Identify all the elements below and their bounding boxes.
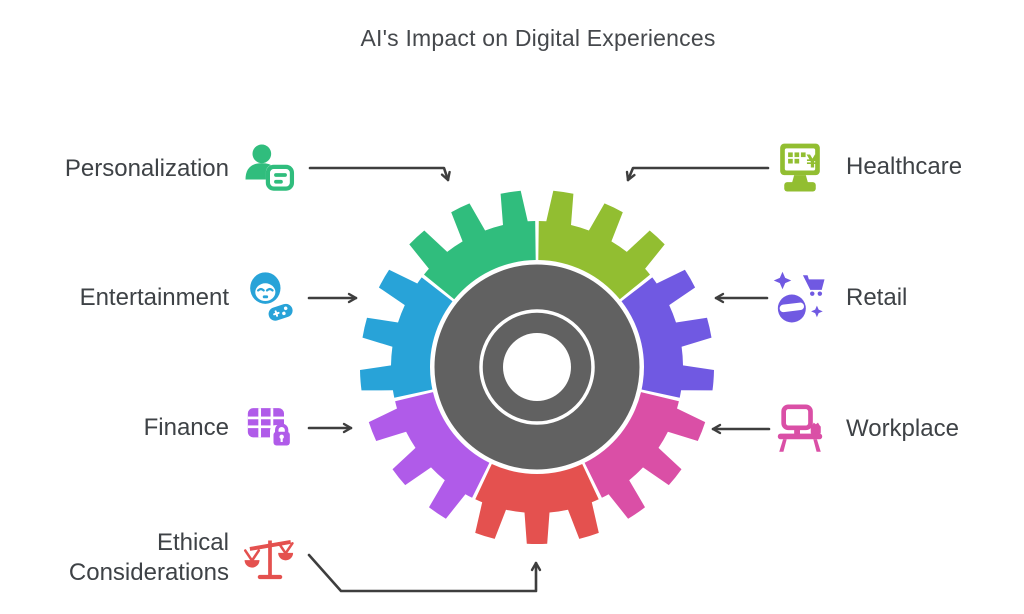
balance-scale-icon <box>243 540 294 580</box>
connector-personalization <box>308 166 451 182</box>
healthcare-label: Healthcare <box>846 152 963 180</box>
section-personalization: Personalization <box>20 139 298 199</box>
section-workplace: Workplace <box>772 399 1012 459</box>
connector-healthcare <box>625 166 770 182</box>
gear-segment-healthcare <box>538 190 665 300</box>
desk-monitor-icon <box>777 404 823 452</box>
gear-hub-ring <box>479 309 595 425</box>
svg-text:¥: ¥ <box>806 153 818 173</box>
gear-segment-ethical <box>475 464 599 544</box>
gear-segment-workplace <box>584 392 706 519</box>
gear <box>360 190 714 544</box>
retail-label: Retail <box>846 283 908 311</box>
face-gamepad-icon <box>250 272 293 321</box>
entertainment-label: Entertainment <box>79 283 229 311</box>
gear-segment-entertainment <box>360 269 453 398</box>
person-card-icon <box>245 144 295 191</box>
finance-label: Finance <box>143 413 229 441</box>
gear-segment-personalization <box>409 190 536 300</box>
section-finance: Finance <box>20 398 298 458</box>
gear-segment-finance <box>368 392 490 519</box>
table-lock-icon <box>247 408 294 448</box>
connectors <box>307 166 771 593</box>
gear-segment-retail <box>621 269 714 398</box>
workplace-label: Workplace <box>846 414 959 442</box>
gear-hub-hole <box>503 333 571 401</box>
section-healthcare: ¥ Healthcare <box>772 137 1012 197</box>
personalization-label: Personalization <box>64 154 229 182</box>
section-ethical: Ethical Considerations <box>20 524 298 592</box>
connector-ethical <box>307 553 542 593</box>
section-retail: Retail <box>772 268 1012 328</box>
monitor-kiosk-icon: ¥ <box>780 143 820 192</box>
cart-sphere-icon <box>773 271 825 323</box>
page-title: AI's Impact on Digital Experiences <box>360 25 716 51</box>
ethical-label: Ethical Considerations <box>68 528 229 586</box>
section-entertainment: Entertainment <box>20 268 298 328</box>
